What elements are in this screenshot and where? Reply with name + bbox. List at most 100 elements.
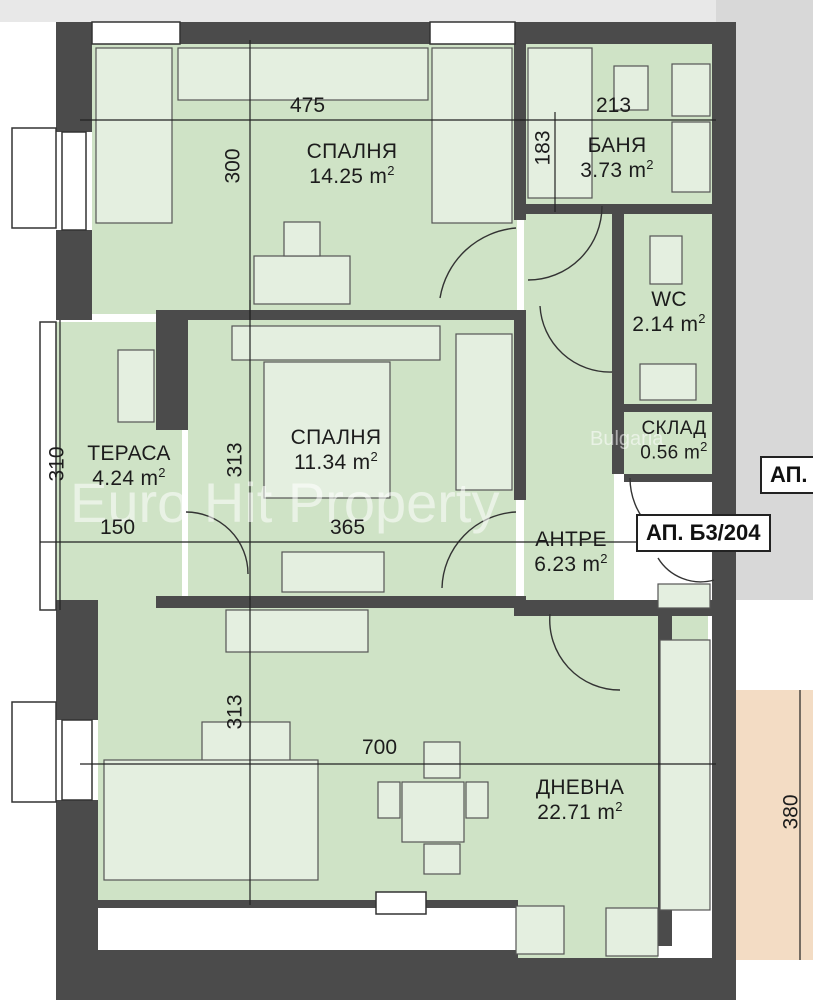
tv-unit: [225, 609, 369, 653]
toilet-bath: [613, 65, 649, 111]
door-wc: [539, 305, 613, 373]
room-bedroom2-name: СПАЛНЯ: [290, 426, 382, 449]
washer: [671, 63, 711, 117]
room-storage-area: 0.56 m: [640, 442, 701, 464]
wall-bath-left: [514, 44, 526, 220]
dim-475: 475: [290, 94, 326, 117]
room-terrace-unit: 2: [158, 465, 166, 481]
dim-310: 310: [45, 446, 69, 482]
wc-toilet: [649, 235, 683, 285]
wall-left-top: [56, 22, 92, 132]
wardrobe-bed2: [455, 333, 513, 491]
room-living-unit: 2: [615, 799, 623, 815]
room-bedroom1-name: СПАЛНЯ: [306, 140, 398, 163]
radiator-1: [11, 127, 57, 229]
wall-bed2-top: [156, 310, 518, 320]
fridge: [515, 905, 565, 955]
desk-1: [253, 255, 351, 305]
dimension-lines: [40, 40, 801, 960]
bath-sink: [671, 121, 711, 193]
window-left-1: [61, 131, 87, 231]
bed2-head: [231, 325, 441, 361]
wardrobe-top: [177, 47, 429, 101]
radiator-2: [11, 701, 57, 803]
wall-bath-bottom: [526, 204, 722, 214]
dim-213: 213: [596, 94, 632, 117]
room-hallway-unit: 2: [600, 551, 608, 567]
room-bedroom1: СПАЛНЯ 14.25 m2: [282, 140, 422, 189]
dim-183: 183: [531, 130, 555, 166]
room-hallway: АНТРЕ 6.23 m2: [516, 528, 626, 577]
wall-left-low: [56, 600, 98, 720]
room-wc-unit: 2: [698, 311, 706, 327]
room-storage-name: СКЛАД: [641, 418, 707, 439]
wall-wc-left: [612, 214, 624, 474]
windows: [11, 21, 516, 915]
room-living-name: ДНЕВНА: [535, 776, 625, 799]
room-bedroom2-area: 11.34 m: [294, 451, 371, 475]
wall-bed2-right: [514, 310, 526, 500]
room-living: ДНЕВНА 22.71 m2: [512, 776, 648, 825]
door-entrance-side: [657, 557, 715, 583]
room-living-area: 22.71 m: [537, 801, 616, 825]
room-wc-area: 2.14 m: [632, 313, 699, 337]
room-hallway-area: 6.23 m: [534, 553, 601, 577]
dim-300: 300: [221, 148, 245, 184]
room-bedroom2-unit: 2: [370, 449, 378, 465]
room-storage: СКЛАД 0.56 m2: [622, 418, 726, 464]
sofa: [103, 759, 319, 881]
room-bathroom-name: БАНЯ: [587, 134, 647, 157]
kitchen-sink: [605, 907, 659, 957]
room-storage-unit: 2: [700, 438, 708, 454]
chair-1: [283, 221, 321, 257]
room-terrace-area: 4.24 m: [92, 467, 159, 491]
window-top-1: [91, 21, 181, 45]
wall-living-bottom: [98, 900, 518, 908]
room-wc-name: WC: [651, 288, 687, 311]
neighbor-top: [0, 0, 716, 22]
bed1-right: [431, 47, 513, 224]
wall-bed2-bottom: [156, 596, 526, 608]
kitchen-counter: [659, 639, 711, 911]
walls: [56, 22, 736, 1000]
wall-left-mid: [56, 230, 92, 320]
window-left-2: [39, 321, 57, 611]
door-bath: [527, 205, 603, 281]
bed2: [263, 361, 391, 499]
dresser-bed2: [281, 551, 385, 593]
room-terrace: ТЕРАСА 4.24 m2: [74, 442, 184, 491]
dim-313b: 313: [223, 694, 247, 730]
storage-floor: [624, 412, 712, 474]
dim-313a: 313: [223, 442, 247, 478]
wall-right: [712, 22, 736, 1000]
terrace-chair: [117, 349, 155, 423]
wall-storage-bottom: [624, 474, 716, 482]
dim-700: 700: [362, 736, 398, 759]
dim-365: 365: [330, 516, 366, 539]
hall-shelf: [657, 583, 711, 609]
room-bathroom: БАНЯ 3.73 m2: [562, 134, 672, 183]
door-terrace: [185, 511, 249, 575]
door-bed1: [439, 227, 517, 299]
door-entrance: [549, 613, 621, 691]
room-terrace-name: ТЕРАСА: [87, 442, 171, 465]
bed1-left: [95, 47, 173, 224]
wall-wc-bottom: [624, 404, 716, 412]
apartment-tag-current: АП. Б3/204: [636, 514, 771, 552]
dim-380: 380: [779, 794, 803, 830]
window-top-2: [429, 21, 516, 45]
dining-chair-2: [377, 781, 401, 819]
dim-150: 150: [100, 516, 136, 539]
room-hallway-name: АНТРЕ: [535, 528, 607, 551]
room-bathroom-area: 3.73 m: [580, 159, 647, 183]
door-bed2: [441, 511, 517, 589]
room-wc: WC 2.14 m2: [614, 288, 724, 337]
wall-bed2-left: [156, 310, 188, 430]
room-bedroom1-area: 14.25 m: [309, 165, 388, 189]
room-bathroom-unit: 2: [646, 157, 654, 173]
wall-bottom: [56, 950, 518, 1000]
dining-chair-4: [423, 843, 461, 875]
window-bottom: [375, 891, 427, 915]
room-bedroom2: СПАЛНЯ 11.34 m2: [266, 426, 406, 475]
room-bedroom1-unit: 2: [387, 163, 395, 179]
